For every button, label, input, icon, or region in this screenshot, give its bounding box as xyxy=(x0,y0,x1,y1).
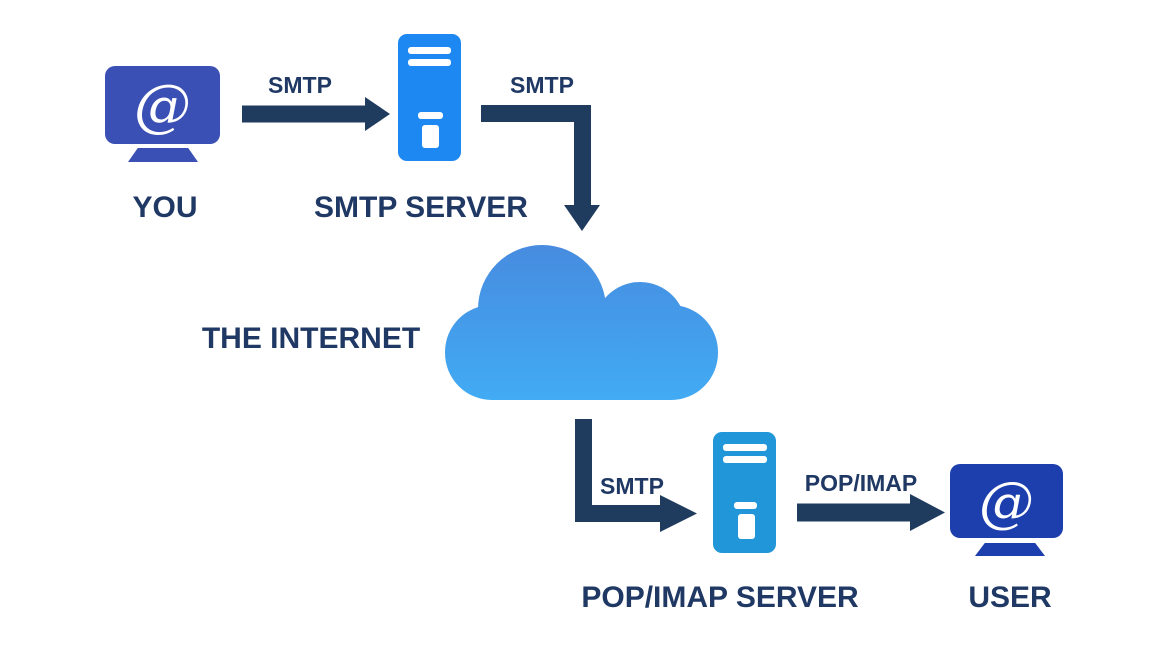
server-vent-bar-icon xyxy=(408,47,451,54)
pop-imap-server-label: POP/IMAP SERVER xyxy=(581,581,859,614)
server-drive-slot-icon xyxy=(422,125,439,148)
smtp-arrow-label-1: SMTP xyxy=(268,72,332,98)
user-monitor-stand-icon xyxy=(975,543,1045,556)
pop-imap-arrow-label: POP/IMAP xyxy=(804,470,918,496)
internet-label: THE INTERNET xyxy=(201,322,421,355)
server-drive-dash-icon xyxy=(418,112,443,119)
right-arrow-icon-you-to-smtp xyxy=(242,97,390,131)
server-vent-bar-icon xyxy=(723,444,767,451)
user-monitor-icon: @ xyxy=(950,464,1063,538)
you-monitor-icon: @ xyxy=(105,66,220,144)
smtp-server-icon xyxy=(398,34,461,161)
at-symbol-icon: @ xyxy=(134,72,191,139)
smtp-server-label: SMTP SERVER xyxy=(314,191,528,224)
internet-cloud-icon xyxy=(445,245,718,400)
server-drive-dash-icon xyxy=(734,502,757,509)
you-monitor-stand-icon xyxy=(128,148,198,162)
server-vent-bar-icon xyxy=(408,59,451,66)
user-label: USER xyxy=(968,581,1052,614)
smtp-arrow-label-2: SMTP xyxy=(510,72,574,98)
elbow-arrow-icon-smtp-to-internet xyxy=(481,105,600,231)
elbow-arrow-icon-internet-to-pop xyxy=(575,419,697,532)
pop-imap-server-icon xyxy=(713,432,776,553)
server-drive-slot-icon xyxy=(738,514,755,539)
server-vent-bar-icon xyxy=(723,456,767,463)
you-label: YOU xyxy=(132,191,198,224)
smtp-arrow-label-3: SMTP xyxy=(600,473,664,499)
right-arrow-icon-pop-to-user xyxy=(797,494,945,531)
at-symbol-icon: @ xyxy=(979,469,1034,534)
